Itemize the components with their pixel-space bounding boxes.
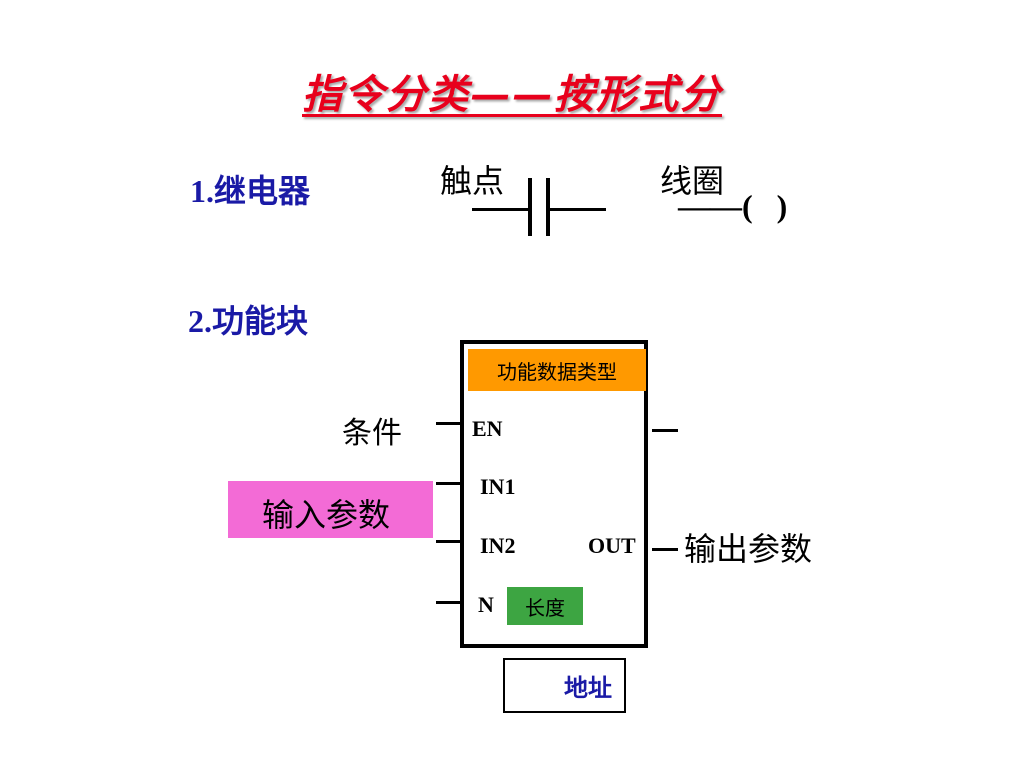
coil-label: 线圈: [660, 162, 725, 200]
contact-label: 触点: [440, 162, 505, 200]
wire-en: [436, 422, 460, 425]
wire-eno: [652, 429, 678, 432]
port-en: EN: [472, 416, 503, 441]
page-title: 指令分类——按形式分: [302, 71, 722, 118]
contact-left-wire: [472, 208, 528, 211]
section-fb-label: 功能块: [212, 302, 309, 340]
wire-n: [436, 601, 460, 604]
wire-out: [652, 548, 678, 551]
section-relay-number: 1.: [190, 173, 214, 209]
contact-right-plate: [546, 178, 550, 236]
contact-right-wire: [550, 208, 606, 211]
address-box: 地址: [503, 658, 626, 713]
length-box: 长度: [507, 587, 583, 625]
output-params-label: 输出参数: [684, 530, 813, 568]
section-fb-number: 2.: [188, 303, 212, 339]
input-params-box: [228, 481, 433, 538]
port-n: N: [478, 592, 494, 617]
condition-label: 条件: [342, 416, 402, 451]
input-params-label: 输入参数: [262, 496, 391, 534]
port-in2: IN2: [480, 533, 516, 558]
coil-symbol: ——( ): [678, 188, 788, 224]
wire-in2: [436, 540, 460, 543]
port-in1: IN1: [480, 474, 516, 499]
port-out: OUT: [588, 533, 636, 558]
section-function-block: 2.功能块: [188, 296, 308, 342]
contact-left-plate: [528, 178, 532, 236]
wire-in1: [436, 482, 460, 485]
function-data-type-box: 功能数据类型: [468, 349, 646, 391]
section-relay: 1.继电器: [190, 166, 310, 212]
section-relay-label: 继电器: [214, 172, 311, 210]
